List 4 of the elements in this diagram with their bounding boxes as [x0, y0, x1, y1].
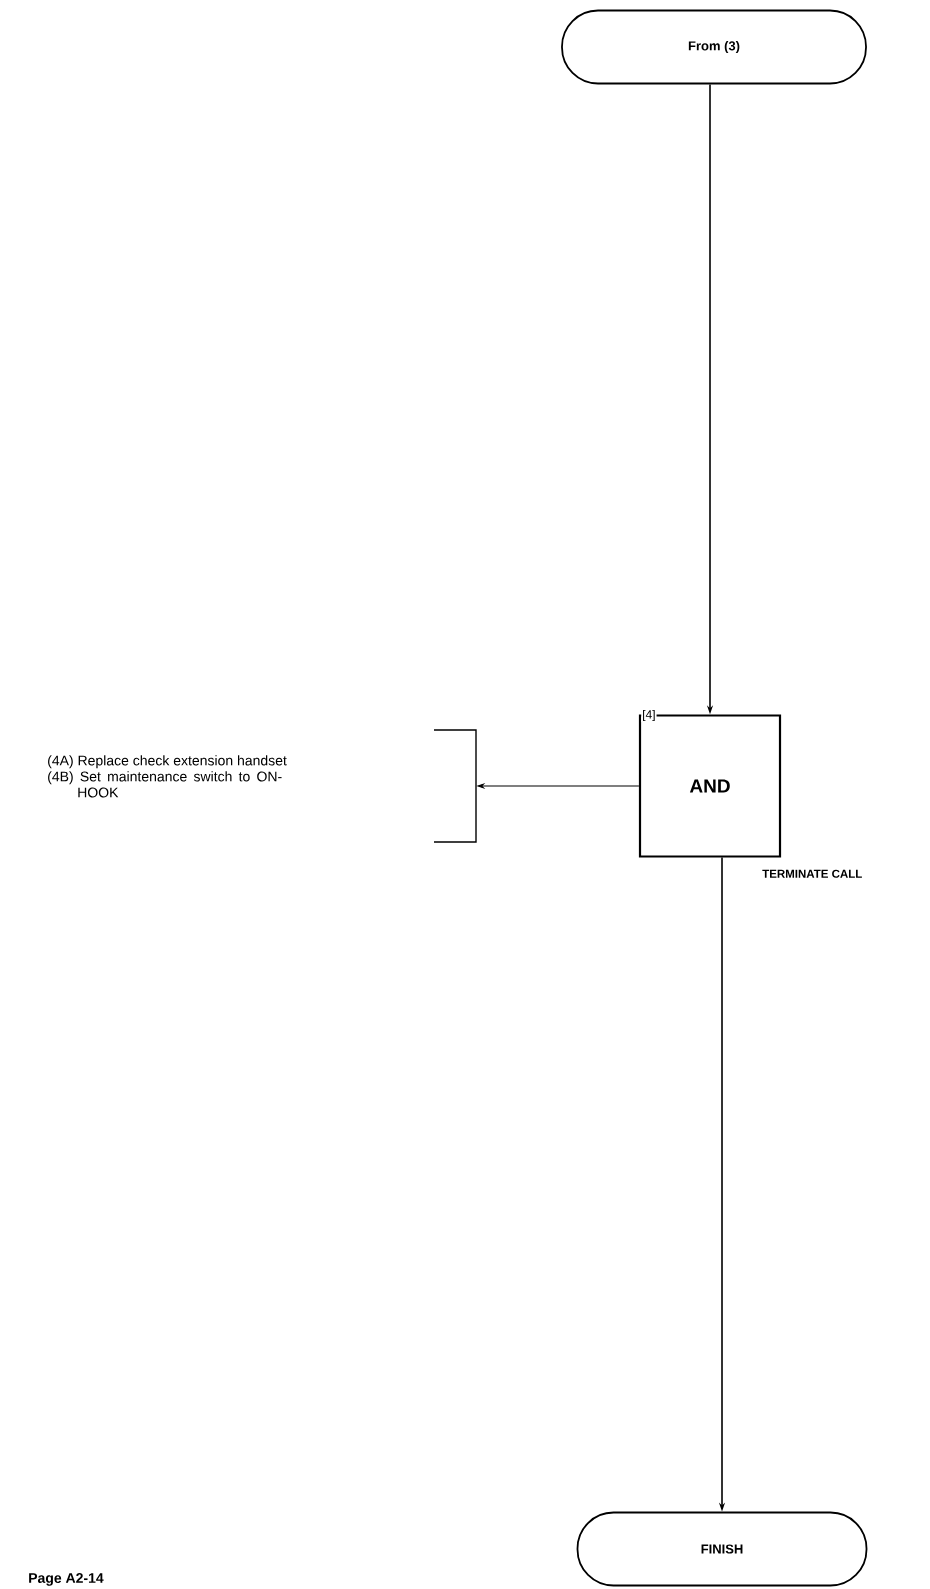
step-caption: TERMINATE CALL — [762, 869, 862, 878]
bracket-note: (4A) Replace check extension handset (4B) Set maintenance switch to ON-HOOK — [48, 729, 477, 843]
process-box: AND [4] — [638, 708, 782, 858]
page-number: Page A2-14 — [29, 1573, 104, 1586]
